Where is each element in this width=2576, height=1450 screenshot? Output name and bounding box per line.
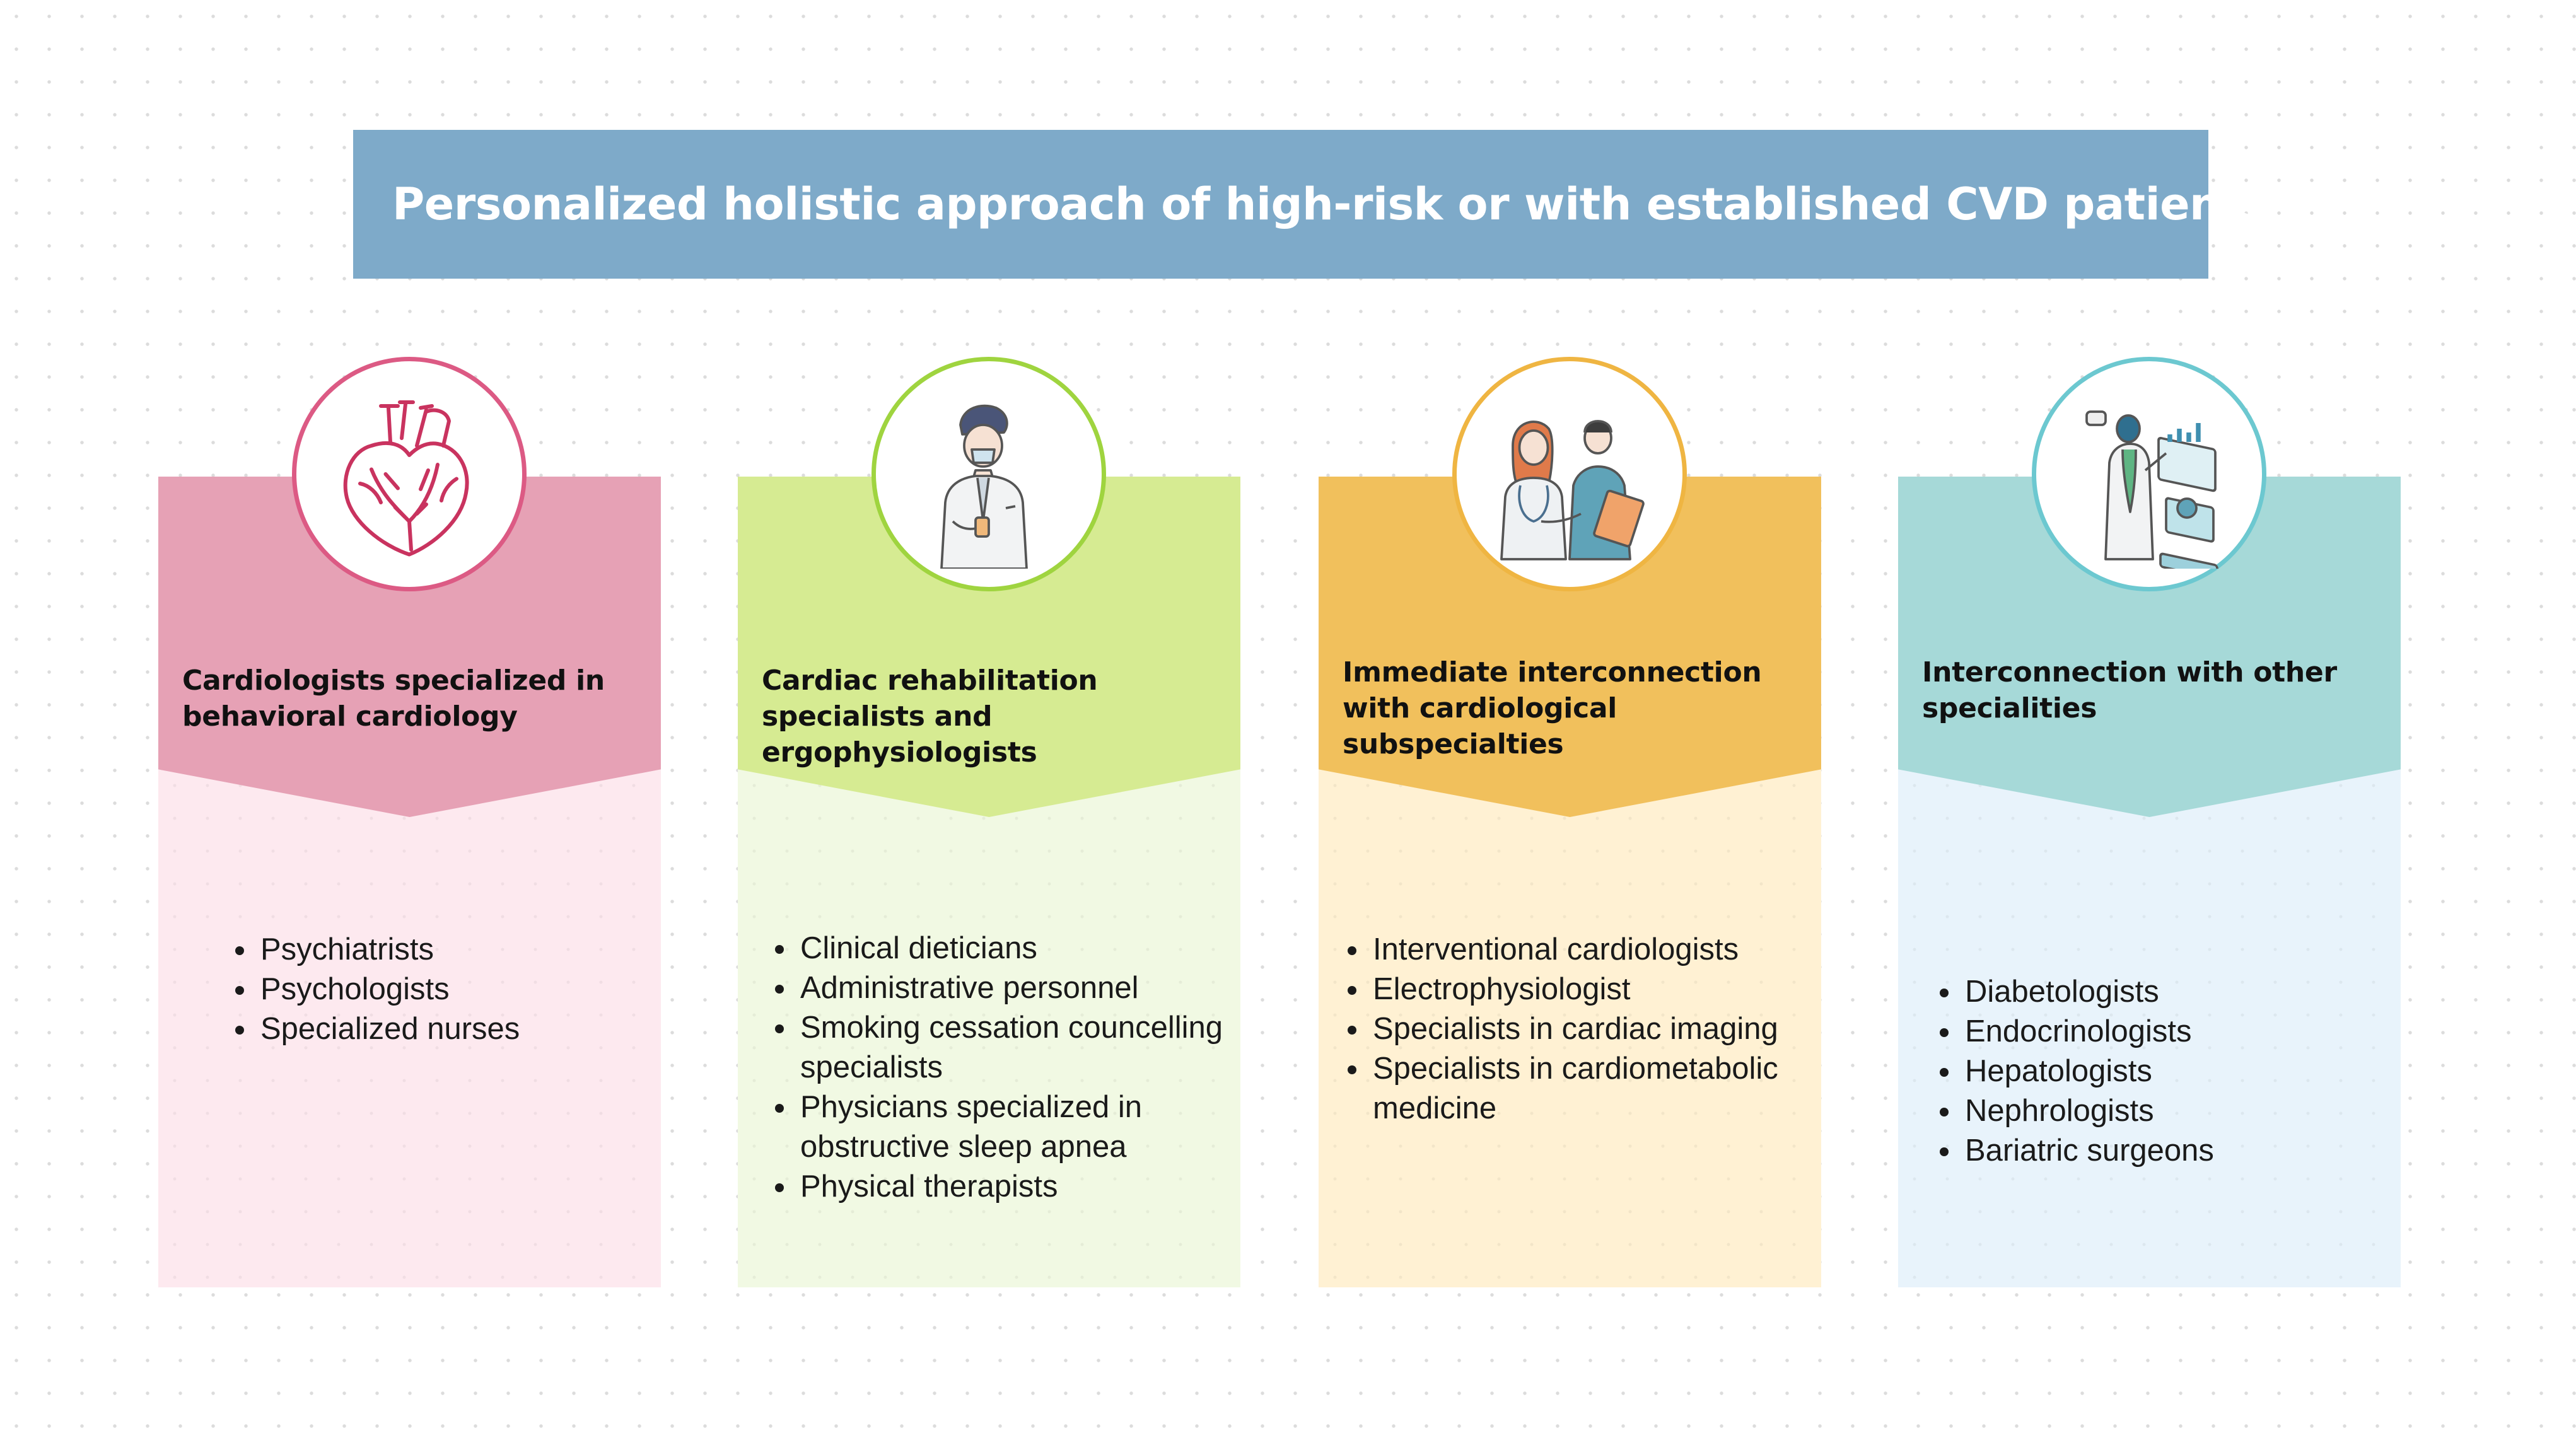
card-body [738,769,1240,1287]
list-item: Specialized nurses [233,1009,520,1049]
list-item: Psychologists [233,970,520,1009]
card-title: Immediate interconnection with cardiolog… [1343,656,1762,760]
card-list: Interventional cardiologists Electrophys… [1345,930,1821,1128]
list-item: Clinical dieticians [772,929,1240,968]
card-body [158,769,661,1287]
list-item: Endocrinologists [1937,1012,2214,1052]
card-behavioral-cardiology: Cardiologists specialized in behavioral … [158,357,661,1287]
list-item: Diabetologists [1937,972,2214,1012]
card-title: Interconnection with other specialities [1922,656,2337,724]
card-cardiac-rehabilitation: Cardiac rehabilitation specialists and e… [738,357,1240,1287]
card-list: Diabetologists Endocrinologists Hepatolo… [1937,972,2214,1171]
doctors-consultation-icon [1500,420,1645,560]
list-item: Smoking cessation councelling specialist… [772,1008,1240,1088]
card-icon-circle [871,357,1106,591]
list-item: Hepatologists [1937,1052,2214,1091]
doctor-dashboard-icon [2085,410,2218,569]
list-item: Administrative personnel [772,968,1240,1008]
card-list: Clinical dieticians Administrative perso… [772,929,1240,1207]
list-item: Specialists in cardiometabolic medicine [1345,1049,1821,1128]
card-title: Cardiologists specialized in behavioral … [182,664,605,733]
list-item: Physical therapists [772,1167,1240,1207]
card-title: Cardiac rehabilitation specialists and e… [762,664,1098,768]
card-body [1898,769,2401,1287]
card-body [1319,769,1821,1287]
list-item: Psychiatrists [233,930,520,970]
card-cardiological-subspecialties: Immediate interconnection with cardiolog… [1319,357,1821,1287]
list-item: Bariatric surgeons [1937,1131,2214,1171]
card-other-specialities: Interconnection with other specialities … [1898,357,2401,1287]
header-banner: Personalized holistic approach of high-r… [353,130,2268,279]
list-item: Nephrologists [1937,1091,2214,1131]
list-item: Electrophysiologist [1345,970,1821,1009]
physician-icon [940,404,1028,569]
list-item: Physicians specialized in obstructive sl… [772,1088,1240,1167]
heart-icon [343,400,469,557]
list-item: Specialists in cardiac imaging [1345,1009,1821,1049]
card-icon-circle [2032,357,2266,591]
card-icon-circle [1452,357,1687,591]
page-title: Personalized holistic approach of high-r… [392,178,2268,230]
card-list: Psychiatrists Psychologists Specialized … [233,930,520,1049]
list-item: Interventional cardiologists [1345,930,1821,970]
card-icon-circle [292,357,527,591]
